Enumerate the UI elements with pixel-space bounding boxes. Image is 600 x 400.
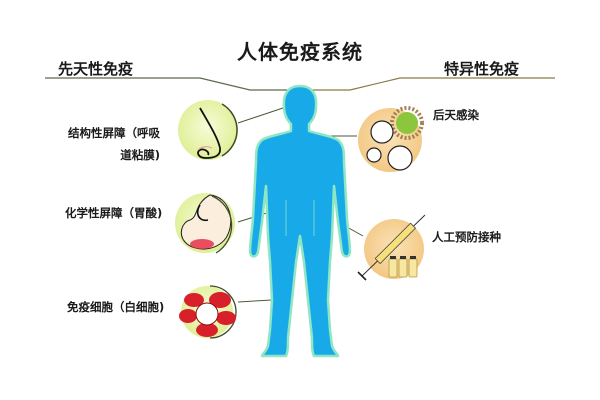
adaptive-immunity-heading: 特异性免疫 — [444, 60, 520, 78]
label-vaccination: 人工预防接种 — [432, 230, 501, 244]
stomach-icon — [175, 193, 235, 254]
white-blood-cell-icon — [179, 285, 237, 339]
label-structural-barrier-line2: 道粘膜) — [120, 148, 160, 162]
label-structural-barrier-line1: 结构性屏障（呼吸 — [68, 126, 160, 140]
virus-infection-icon — [358, 106, 424, 172]
label-structural-barrier: 结构性屏障（呼吸 道粘膜) — [60, 122, 160, 166]
nose-icon — [178, 100, 238, 160]
innate-immunity-heading: 先天性免疫 — [58, 60, 134, 78]
label-chemical-barrier: 化学性屏障（胃酸) — [65, 206, 163, 220]
vaccine-syringe-icon — [357, 214, 426, 281]
label-immune-cells: 免疫细胞（白细胞) — [67, 300, 165, 314]
human-body-icon — [248, 84, 352, 358]
label-acquired-infection: 后天感染 — [433, 108, 479, 122]
header-divider-lines — [45, 77, 555, 91]
diagram-title: 人体免疫系统 — [237, 40, 363, 64]
